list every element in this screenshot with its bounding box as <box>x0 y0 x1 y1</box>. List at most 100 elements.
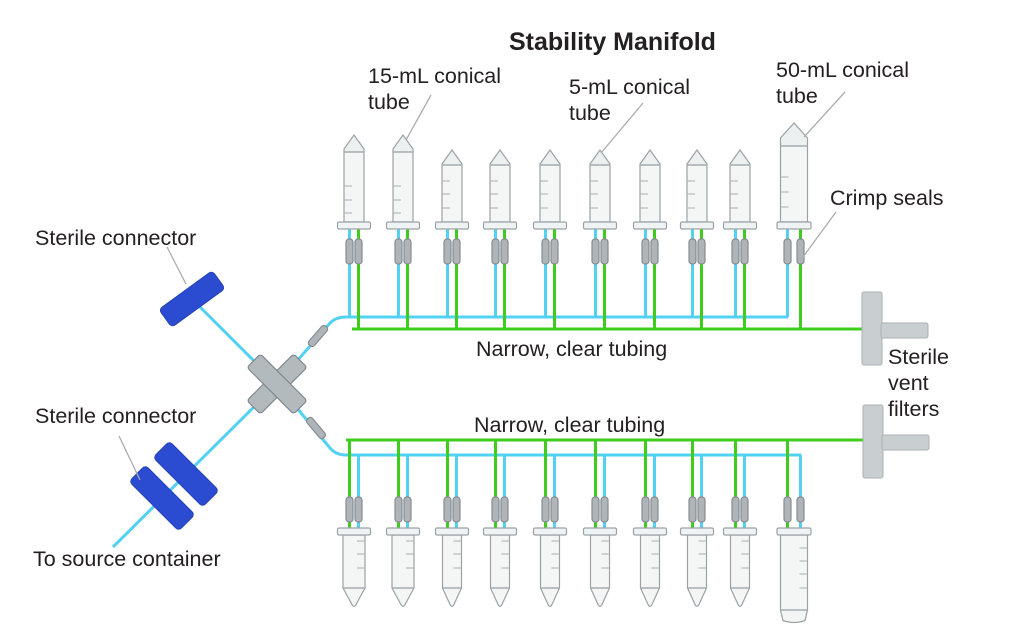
conical-tube-5ml-bottom <box>722 527 758 607</box>
crimp-seal <box>403 238 412 265</box>
conical-tube-5ml-bottom <box>679 527 715 607</box>
crimp-seal <box>591 496 600 523</box>
x-junction-bar-nw <box>247 354 307 414</box>
crimp-seal <box>452 238 461 265</box>
vent-filter-body <box>862 404 884 479</box>
tube-cap-flange <box>776 221 812 230</box>
conical-tube-50ml-top <box>776 122 812 230</box>
crimp-seal <box>354 238 363 265</box>
crimp-seal <box>500 496 509 523</box>
tube-cap-flange <box>434 527 470 536</box>
crimp-seal <box>305 416 327 440</box>
crimp-seal <box>345 238 354 265</box>
crimp-seal <box>783 496 792 523</box>
conical-tube-5ml-top <box>482 148 518 230</box>
sterile-connectors <box>130 271 225 530</box>
tube-cap-flange <box>336 221 372 230</box>
conical-tube-5ml-bottom <box>482 527 518 607</box>
crimp-seal <box>550 496 559 523</box>
label-5ml-line2: tube <box>569 101 611 125</box>
tube-cap-flange <box>679 221 715 230</box>
tube-cap <box>780 123 808 146</box>
tube-cap <box>730 150 750 165</box>
crimp-seal <box>443 238 452 265</box>
tube-cap-flange <box>632 527 668 536</box>
conical-tube-50ml-bottom <box>776 527 812 624</box>
pointer-lines <box>118 91 846 481</box>
conical-tube-15ml-top <box>385 133 421 230</box>
pointer-5ml <box>600 102 644 154</box>
conical-tube-15ml-bottom <box>385 527 421 607</box>
crimp-seal <box>600 496 609 523</box>
label-vent-filters-line1: Sterile <box>888 345 949 369</box>
crimp-seal <box>796 496 805 523</box>
tube-cap-flange <box>482 221 518 230</box>
conical-tube-5ml-top <box>434 148 470 230</box>
vent-filter-body <box>861 291 883 366</box>
tube-cap-flange <box>336 527 372 536</box>
crimp-seal <box>650 238 659 265</box>
crimp-seal <box>641 238 650 265</box>
labels: Stability Manifold 15-mL conical tube 5-… <box>33 28 949 571</box>
crimp-seal <box>354 496 363 523</box>
tube-cap <box>490 150 510 165</box>
tube-cap-flange <box>679 527 715 536</box>
crimp-seal <box>541 496 550 523</box>
conical-tube-15ml-top <box>336 133 372 230</box>
tube-cap-flange <box>582 527 618 536</box>
conical-tube-5ml-bottom <box>434 527 470 607</box>
label-crimp-seals: Crimp seals <box>830 186 944 210</box>
tube-cap <box>393 135 413 152</box>
crimp-seal <box>452 496 461 523</box>
crimp-seal <box>688 496 697 523</box>
crimp-seal <box>731 238 740 265</box>
crimp-seal <box>591 238 600 265</box>
conical-tube-5ml-bottom <box>532 527 568 607</box>
conical-tube-5ml-top <box>632 148 668 230</box>
conical-tube-5ml-top <box>582 148 618 230</box>
vent-filter-outlet <box>881 434 930 451</box>
crimp-seal <box>600 238 609 265</box>
label-to-source-container: To source container <box>33 547 221 571</box>
label-5ml-line1: 5-mL conical <box>569 75 690 99</box>
conical-tube-15ml-bottom <box>336 527 372 607</box>
crimp-seal <box>394 496 403 523</box>
pointer-50ml <box>803 91 846 138</box>
pointer-sterile-connector-bottom <box>118 435 141 481</box>
crimp-seal <box>443 496 452 523</box>
crimp-seal <box>403 496 412 523</box>
tube-cap-flange <box>532 221 568 230</box>
vent-filter-bottom <box>862 404 930 479</box>
tube-cap-flange <box>722 221 758 230</box>
crimp-seal <box>688 238 697 265</box>
label-vent-filters-line3: filters <box>888 397 939 421</box>
clear-tubing-top <box>275 315 788 385</box>
tube-cap-flange <box>385 527 421 536</box>
tube-cap-flange <box>532 527 568 536</box>
tube-cap-flange <box>385 221 421 230</box>
crimp-seal <box>740 238 749 265</box>
tube-cap-flange <box>776 527 812 536</box>
tube-cap <box>540 150 560 165</box>
conical-tube-5ml-top <box>679 148 715 230</box>
tubing-layer <box>111 228 864 549</box>
label-sterile-connector-bottom: Sterile connector <box>35 404 196 428</box>
crimp-seal <box>307 324 329 348</box>
x-junction <box>247 354 307 414</box>
tube-cap-flange <box>722 527 758 536</box>
clear-tubing-to-source <box>111 382 279 549</box>
tube-cap <box>442 150 462 165</box>
tube-cap <box>640 150 660 165</box>
crimp-seal <box>731 496 740 523</box>
label-50ml-line2: tube <box>776 84 818 108</box>
diagram-title: Stability Manifold <box>509 28 716 56</box>
label-sterile-connector-top: Sterile connector <box>35 226 196 250</box>
tube-cap <box>344 135 364 152</box>
sterile-connector-bottom-a <box>154 442 218 506</box>
tube-cap-flange <box>482 527 518 536</box>
crimp-seal <box>491 238 500 265</box>
label-narrow-tubing-bottom: Narrow, clear tubing <box>474 413 665 437</box>
label-15ml-line2: tube <box>368 90 410 114</box>
pointer-sterile-connector-top <box>166 246 187 285</box>
